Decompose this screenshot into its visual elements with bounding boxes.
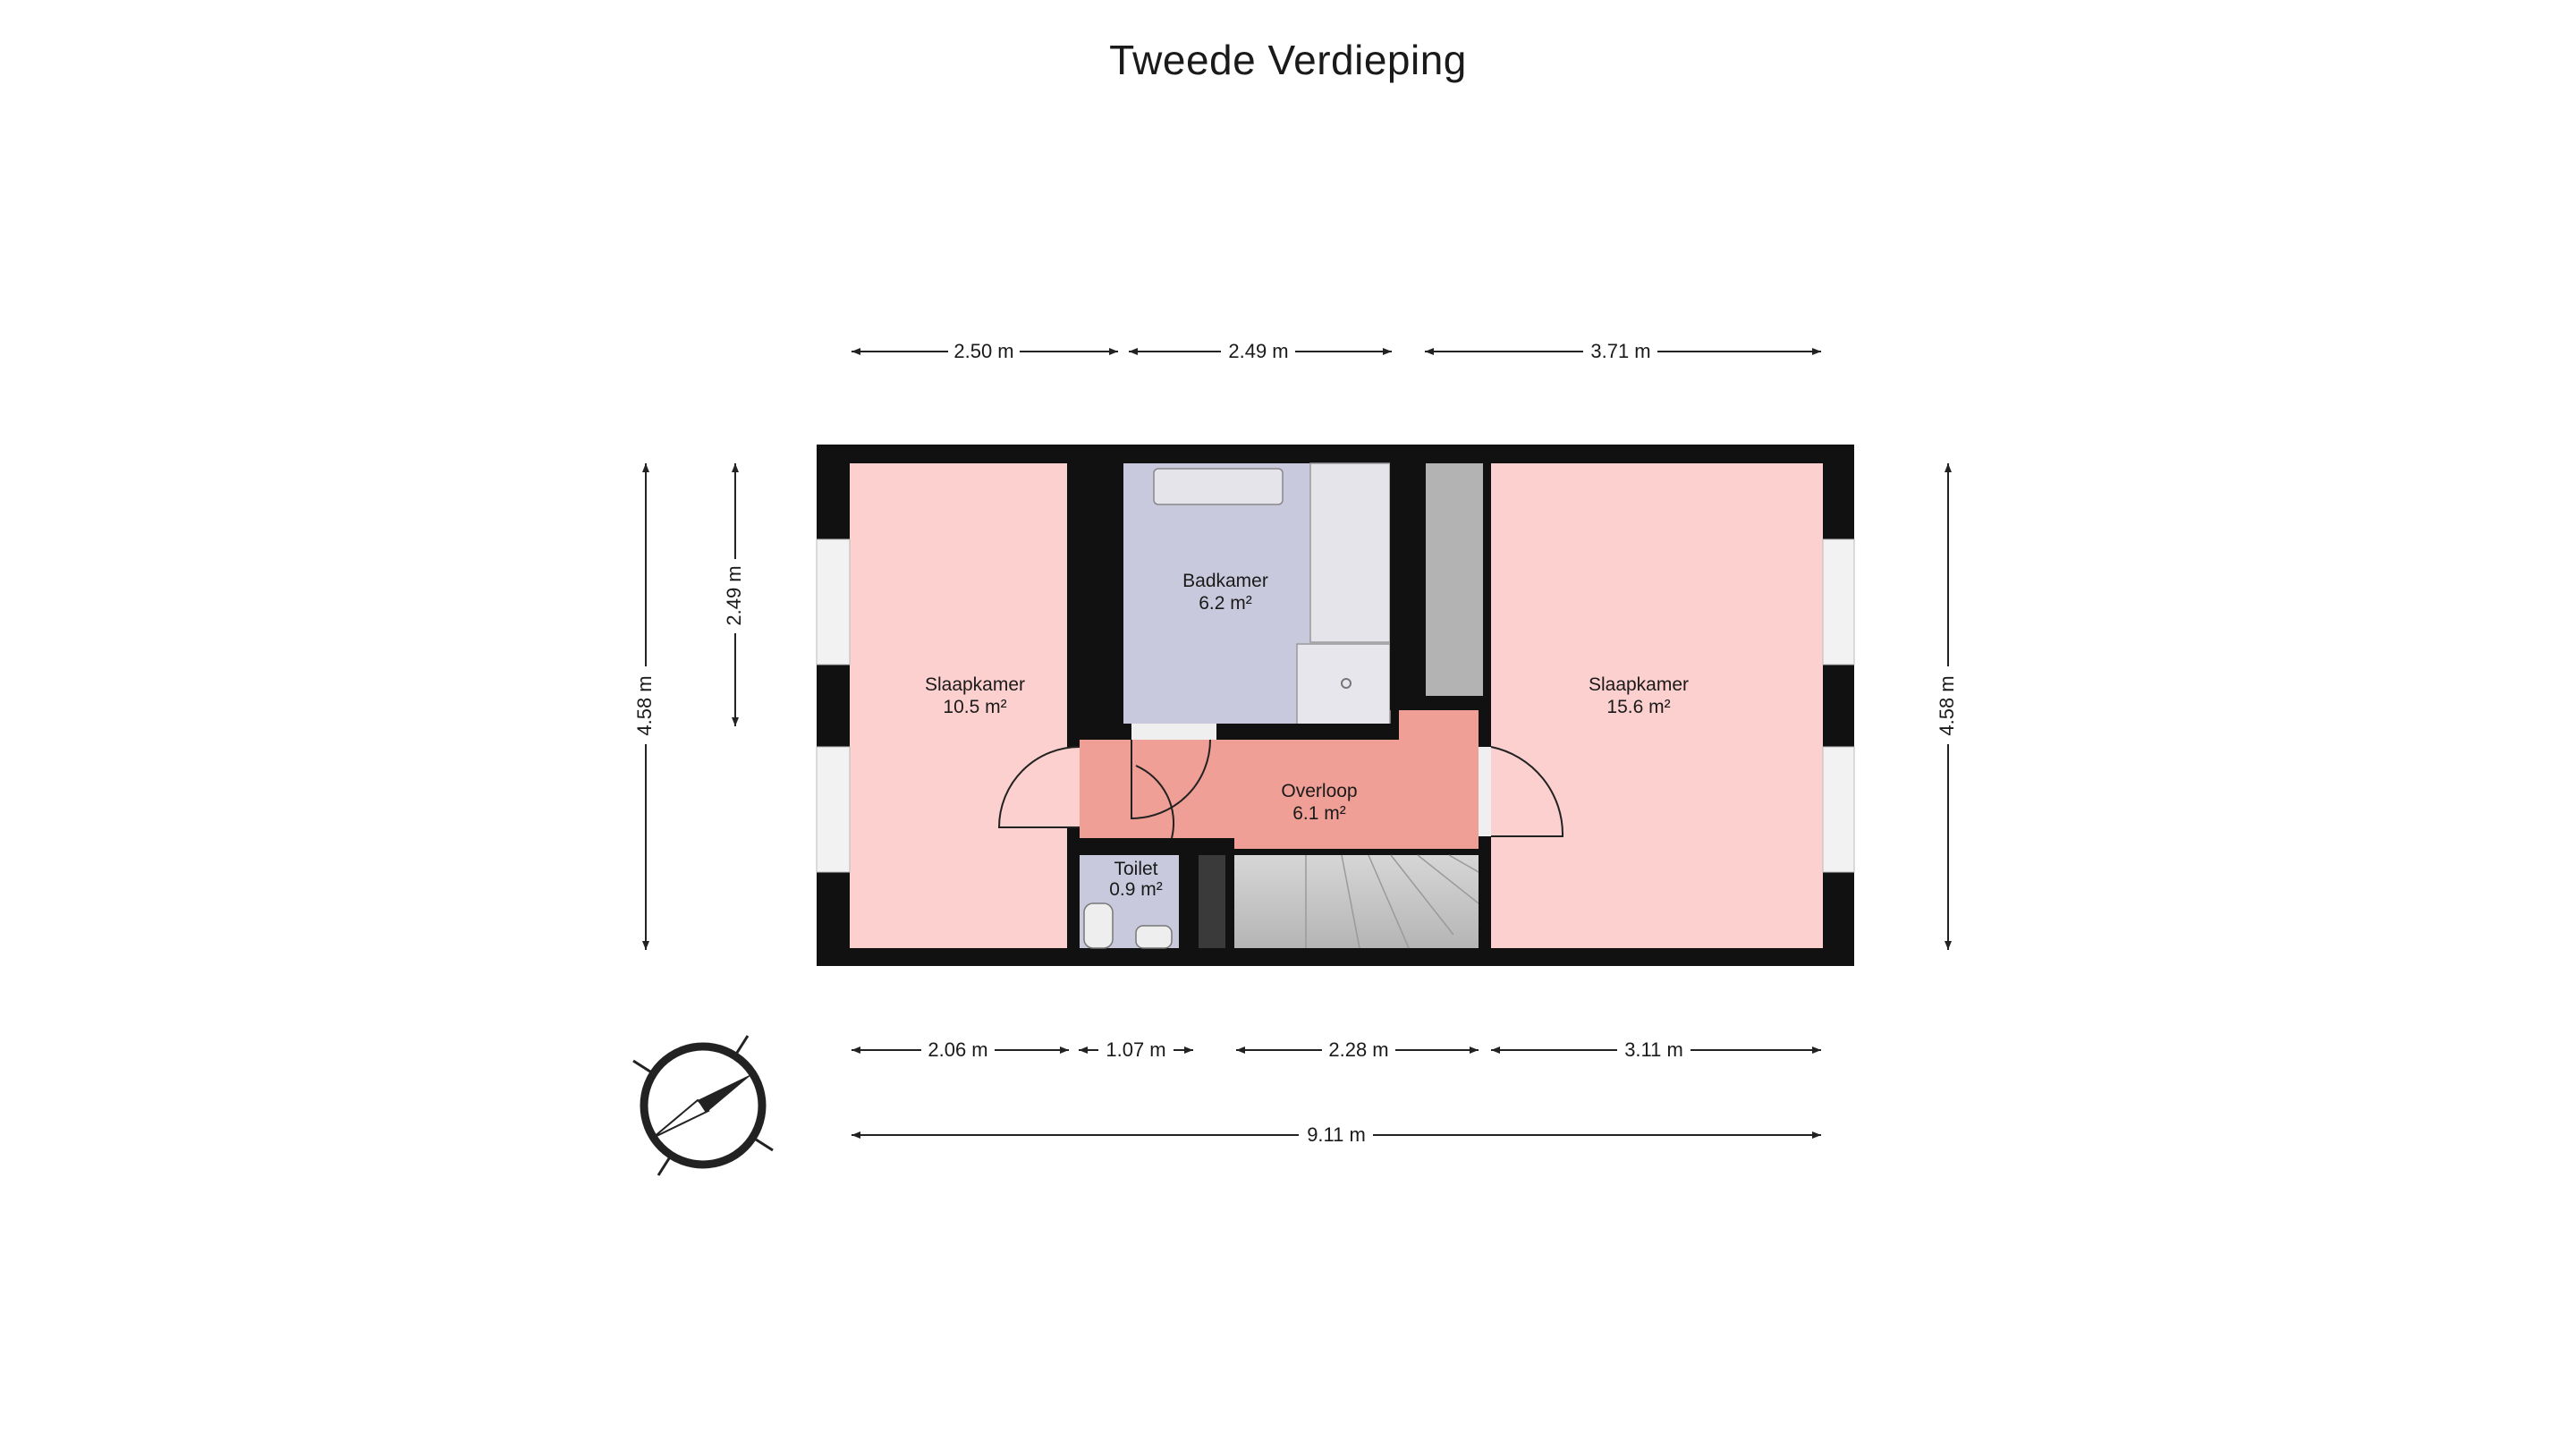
closet [1426,463,1483,696]
dimension-left-outer: 4.58 m [633,463,656,950]
toilet-basin [1135,925,1173,949]
label-slaapkamer-right: Slaapkamer [1589,674,1689,695]
sink [1153,468,1284,505]
wall-bath-bottom [1067,724,1399,740]
dimension-bottom-1-label: 2.06 m [928,1038,987,1061]
page-title: Tweede Verdieping [1109,37,1467,83]
shower-drain [1341,678,1352,689]
compass-rose-icon: N [632,1035,774,1176]
wall-toilet-right [1179,849,1199,948]
dimension-bottom-1: 2.06 m [852,1038,1069,1061]
dimension-top-2-label: 2.49 m [1228,340,1288,362]
window-right-upper [1822,538,1855,665]
stair-treads [1305,854,1479,949]
dimension-left-outer-label: 4.58 m [633,675,656,735]
area-slaapkamer-left: 10.5 m² [943,697,1006,717]
label-overloop: Overloop [1281,781,1357,801]
area-toilet: 0.9 m² [1109,879,1163,900]
dimension-top-3: 3.71 m [1425,340,1821,362]
label-slaapkamer-left: Slaapkamer [925,674,1025,695]
room-slaapkamer-right [1491,463,1823,948]
bathtub [1309,462,1391,643]
dimension-top-1: 2.50 m [852,340,1118,362]
dimension-bottom-4: 3.11 m [1491,1038,1821,1061]
door-opening-left [1067,747,1080,827]
toilet-bowl [1083,902,1114,949]
dimension-bottom-4-label: 3.11 m [1624,1038,1683,1061]
dimension-top-3-label: 3.71 m [1590,340,1650,362]
door-opening-bath [1131,724,1216,740]
label-badkamer: Badkamer [1182,571,1268,591]
wall-badkamer-right [1390,445,1426,710]
door-swing-toilet [1135,765,1175,839]
door-opening-right [1479,747,1491,836]
shower [1296,643,1391,725]
dimension-top-2: 2.49 m [1129,340,1392,362]
area-slaapkamer-right: 15.6 m² [1606,697,1670,717]
label-toilet: Toilet [1114,859,1157,879]
wall-toilet-top [1080,838,1234,855]
dimension-left-inner-label: 2.49 m [723,565,745,625]
dimension-top-1-label: 2.50 m [953,340,1013,362]
dimension-bottom-2: 1.07 m [1079,1038,1193,1061]
window-left-upper [816,538,851,665]
dimension-total-width-label: 9.11 m [1307,1123,1366,1146]
door-swing-right [1490,746,1564,837]
room-slaapkamer-left [850,463,1067,948]
area-overloop: 6.1 m² [1292,803,1346,824]
dimension-bottom-3: 2.28 m [1236,1038,1479,1061]
stair-railing [1199,849,1225,948]
dimension-bottom-2-label: 1.07 m [1106,1038,1165,1061]
wall-left-bedroom-right [1067,445,1123,733]
dimension-right-label: 4.58 m [1936,675,1958,735]
dimension-left-inner: 2.49 m [723,463,745,726]
dimension-bottom-3-label: 2.28 m [1328,1038,1388,1061]
room-overloop [1080,710,1479,849]
window-right-lower [1822,746,1855,873]
dimension-right: 4.58 m [1936,463,1958,950]
window-left-lower [816,746,851,873]
door-swing-left [997,746,1080,828]
dimension-total-width: 9.11 m [852,1123,1821,1146]
area-badkamer: 6.2 m² [1199,593,1252,614]
door-swing-bath [1131,739,1211,820]
